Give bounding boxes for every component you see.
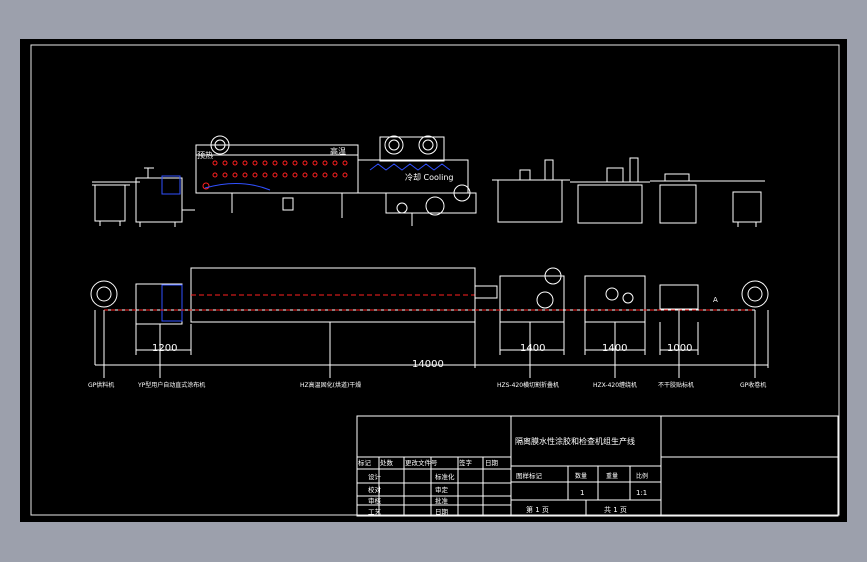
caption-oven: HZ高温固化(烘道)干燥 [300,381,361,389]
dim-coater: 1200 [152,343,177,354]
cooling-wave [369,163,451,171]
sign-role-3: 审核 [368,496,382,505]
drawing-sheet [20,39,847,522]
sign-role2-4: 日期 [435,508,449,516]
sheet-total: 共 1 页 [604,505,627,514]
dim-overall: 14000 [412,359,444,370]
elevation-view [92,135,765,227]
rev-date: 日期 [485,459,499,467]
scale-value: 1:1 [636,489,647,497]
web-path [204,182,271,191]
caption-rewind: GP收卷机 [740,381,766,389]
drawing-title: 隔离膜水性涂胶和检查机组生产线 [515,436,635,446]
part-mark: A [713,296,718,304]
sign-role-4: 工艺 [368,508,382,516]
sign-role-2: 校对 [368,485,382,494]
drawing-frame [30,44,840,516]
caption-coater: YP型用户自动直式涂布机 [137,381,205,389]
stage-header-mark: 图样标记 [516,471,543,480]
caption-winder: HZX-420缠绕机 [593,381,637,389]
stage-header-qty: 数量 [575,472,587,480]
quantity-value: 1 [580,489,584,497]
rewind-stand [732,191,762,223]
title-block [356,415,839,517]
caption-unwind: GP供料机 [88,381,114,389]
plan-view [90,267,769,378]
dim-winder: 1400 [602,343,627,354]
rev-count: 处数 [380,458,394,467]
winder-machine [577,184,643,224]
sign-role-1: 设计 [368,472,382,481]
sheet-number: 第 1 页 [526,505,549,514]
cutter-plan [499,275,565,323]
unwind-roll [90,280,118,308]
label-preheat: 预热 [197,150,213,160]
coater-machine [135,177,183,223]
labeller-machine [659,184,697,224]
rev-mark: 标记 [358,458,372,467]
caption-cutter: HZS-420横切割折叠机 [497,381,559,389]
sign-role2-2: 审定 [435,485,449,494]
stage-header-weight: 重量 [606,472,618,480]
rev-doc: 更改文件号 [405,458,438,467]
sign-role2-1: 标准化 [435,472,455,481]
caption-labeller: 不干胶贴标机 [658,381,694,389]
heater-dots [202,160,348,190]
label-cooling: 冷却 Cooling [405,172,454,182]
dim-cutter: 1400 [520,343,545,354]
label-high-temp: 高温 [330,146,346,156]
dim-labeller: 1000 [667,343,692,354]
stage-header-scale: 比例 [636,472,648,480]
rev-sign: 签字 [459,458,473,467]
rewind-roll [741,280,769,308]
sign-role2-3: 批准 [435,496,449,505]
